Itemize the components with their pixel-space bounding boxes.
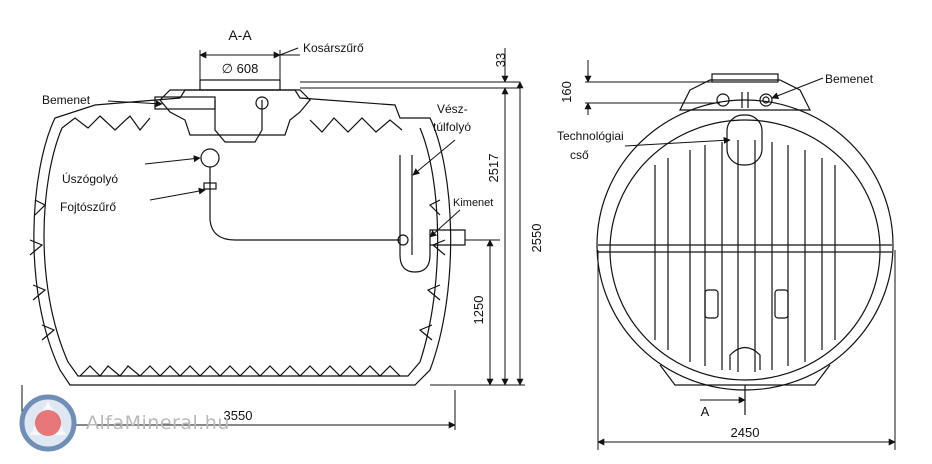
- front-slot-1: [704, 289, 719, 319]
- choke-filter: [203, 182, 217, 190]
- side-text: A-A ∅ 608 Kosárszűrő Bemenet Úszógolyó F…: [42, 27, 544, 423]
- section-label: A-A: [228, 27, 252, 43]
- front-text: Bemenet Technológiai cső A 160 2450: [557, 72, 874, 440]
- front-dome: [679, 79, 811, 111]
- tech-label-1: Technológiai: [557, 129, 624, 143]
- float-ball: [200, 148, 220, 168]
- kimenet-label: Kimenet: [453, 197, 493, 209]
- vesz-label-1: Vész-: [437, 102, 468, 116]
- front-ribs: [654, 140, 836, 372]
- diameter-label: ∅ 608: [222, 61, 259, 76]
- dim-3550: 3550: [224, 408, 253, 423]
- section-marker: A: [701, 404, 710, 419]
- uszogolyo-label: Úszógolyó: [62, 171, 118, 186]
- logo-mark-icon: [19, 394, 77, 452]
- bemenet-left-label: Bemenet: [42, 93, 91, 107]
- inlet-pipe: [154, 96, 216, 110]
- side-ribs-left: [29, 199, 56, 341]
- dim-2550: 2550: [529, 224, 544, 253]
- manhole-cap: [199, 79, 281, 91]
- front-leaders: [624, 77, 824, 147]
- top-ribs: [61, 115, 403, 133]
- fojtoszuro-label: Fojtószűrő: [60, 200, 116, 214]
- kosarszuro-label: Kosárszűrő: [303, 41, 364, 55]
- dim-160: 160: [559, 81, 574, 103]
- vesz-label-2: túlfolyó: [433, 120, 471, 134]
- side-leaders: [107, 47, 461, 238]
- bemenet-right-label: Bemenet: [825, 72, 874, 86]
- basket-filter: [214, 100, 263, 143]
- front-bottom-slot: [729, 346, 761, 370]
- front-inlet-2: [759, 93, 773, 107]
- tank-inner-wall: [43, 127, 439, 377]
- bottom-ribs: [79, 365, 401, 377]
- front-view: [596, 73, 894, 415]
- front-inlet-1: [716, 93, 730, 107]
- side-dimensions: [21, 48, 525, 430]
- front-inner-ring: [609, 119, 881, 381]
- suction-hose: [209, 195, 400, 241]
- tank-outline-left: [33, 89, 452, 386]
- front-dimensions: [584, 60, 896, 450]
- side-view: [29, 79, 466, 386]
- dim-2450: 2450: [731, 425, 760, 440]
- dim-33: 33: [493, 53, 508, 67]
- brand-logo: AlfaMineral.hu: [18, 392, 268, 454]
- overflow-pipe: [399, 155, 466, 273]
- dim-2517: 2517: [486, 154, 501, 183]
- dim-1250: 1250: [471, 296, 486, 325]
- tech-label-2: cső: [570, 148, 589, 162]
- front-base: [659, 364, 831, 386]
- logo-text: AlfaMineral.hu: [86, 412, 230, 434]
- tech-pipe: [726, 114, 763, 166]
- front-slot-2: [774, 289, 789, 319]
